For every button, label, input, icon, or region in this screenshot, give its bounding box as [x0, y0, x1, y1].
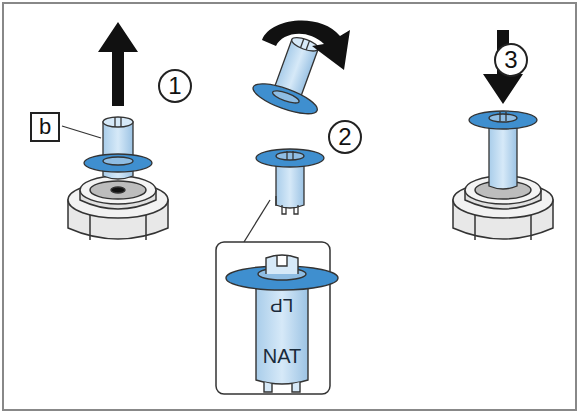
callout-number: 1: [158, 69, 192, 103]
gas-fitting-left: [68, 176, 168, 240]
nozzle-flipped: [256, 149, 324, 214]
inset-frame: [216, 242, 330, 394]
turn-arrow: [262, 21, 350, 70]
nozzle-detail: [226, 255, 338, 392]
part-label: b: [30, 112, 60, 142]
detail-inset: LP NAT: [216, 242, 330, 394]
inset-leader: [275, 196, 276, 206]
callout-number: 2: [328, 120, 362, 154]
leader-line: [62, 126, 101, 138]
gas-type-mark: NAT: [263, 346, 302, 366]
nozzle-inserted: [469, 111, 537, 189]
callout-number: 1: [168, 74, 181, 98]
nozzle-lifted: [84, 117, 152, 179]
part-letter: b: [39, 116, 51, 138]
gas-type-mark: LP: [270, 296, 293, 315]
callout-number: 2: [338, 125, 351, 149]
lift-arrow: [98, 22, 138, 106]
callout-number: 3: [504, 48, 517, 72]
inset-leader: [244, 200, 270, 242]
frame: [3, 3, 576, 410]
callout-number: 3: [494, 43, 528, 77]
